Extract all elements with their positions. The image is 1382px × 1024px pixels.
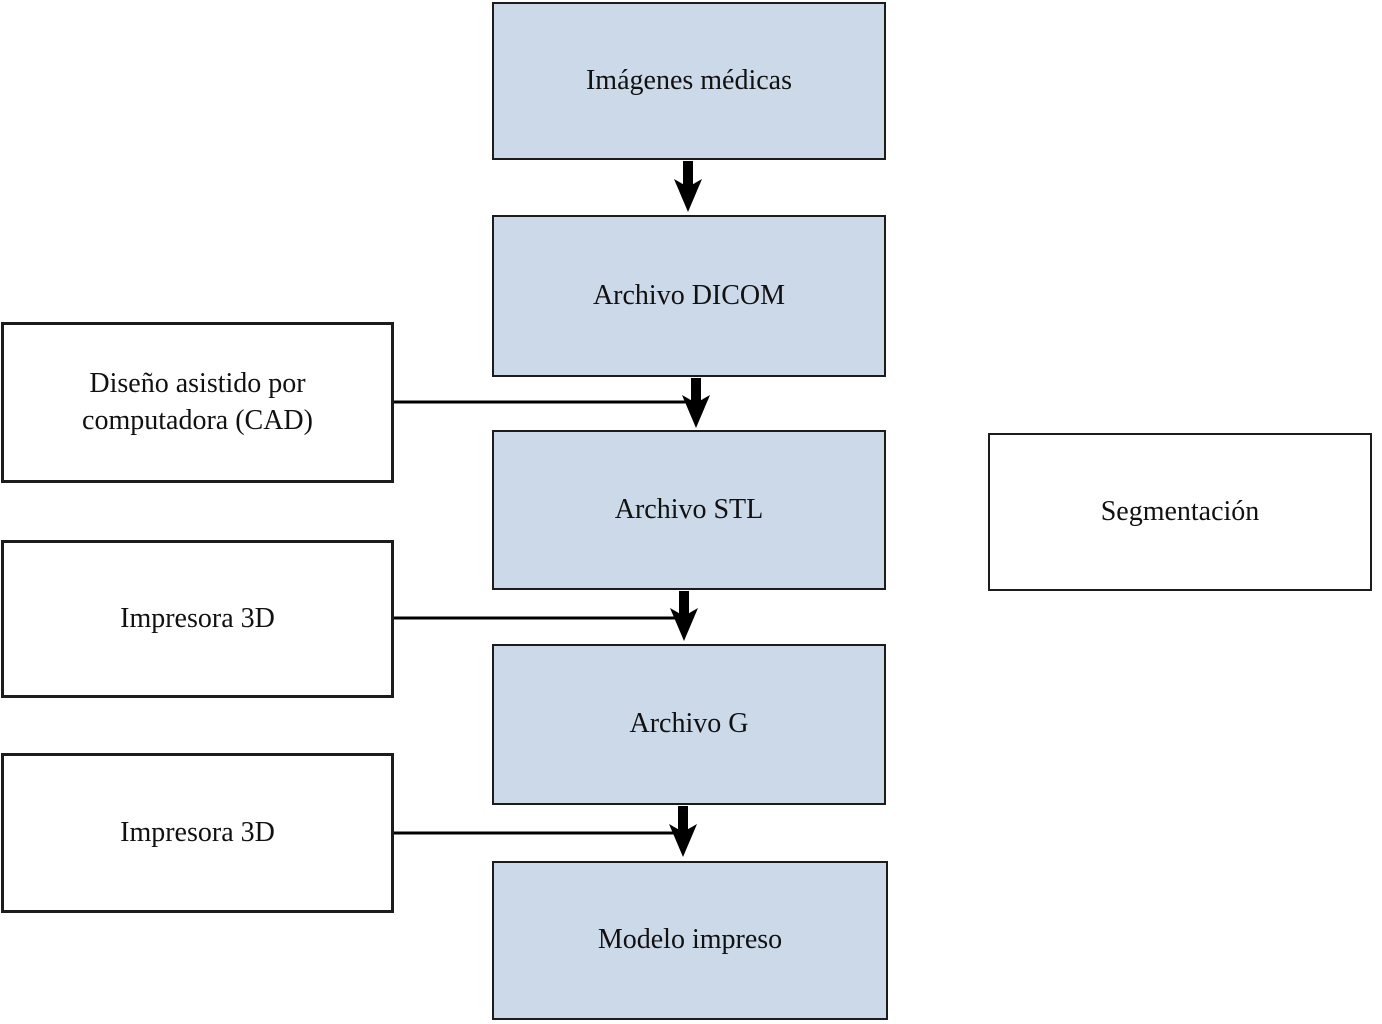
node-cad[interactable]: Diseño asistido por computadora (CAD) (1, 322, 394, 483)
node-3d-printer-1-label: Impresora 3D (120, 602, 275, 634)
node-printed-model-label: Modelo impreso (597, 924, 783, 956)
node-3d-printer-2-label: Impresora 3D (120, 816, 275, 848)
node-g-file-label: Archivo G (629, 708, 749, 740)
arrow-dicom-to-stl (682, 378, 710, 428)
arrow-stl-to-gcode (670, 591, 698, 641)
node-3d-printer-1[interactable]: Impresora 3D (1, 540, 394, 698)
node-segmentation[interactable]: Segmentación (988, 433, 1372, 591)
node-medical-images[interactable]: Imágenes médicas (492, 2, 886, 160)
node-g-file[interactable]: Archivo G (492, 644, 886, 805)
node-dicom-file-label: Archivo DICOM (592, 279, 786, 311)
node-stl-file-label: Archivo STL (614, 493, 764, 525)
node-cad-label: Diseño asistido por computadora (CAD) (82, 367, 313, 436)
node-medical-images-label: Imágenes médicas (585, 64, 793, 96)
node-dicom-file[interactable]: Archivo DICOM (492, 215, 886, 377)
arrow-medical-images-to-dicom (674, 161, 702, 212)
node-segmentation-label: Segmentación (1100, 495, 1260, 527)
node-printed-model[interactable]: Modelo impreso (492, 861, 888, 1020)
arrow-gcode-to-printed-model (669, 806, 697, 857)
node-stl-file[interactable]: Archivo STL (492, 430, 886, 590)
node-3d-printer-2[interactable]: Impresora 3D (1, 753, 394, 913)
